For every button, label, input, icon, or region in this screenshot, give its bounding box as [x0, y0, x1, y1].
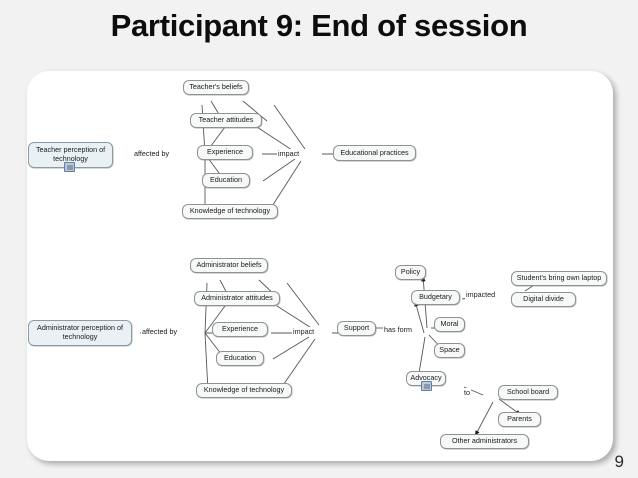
node-other-administrators[interactable]: Other administrators — [440, 434, 529, 449]
node-admin-education[interactable]: Education — [216, 351, 264, 366]
node-admin-perception[interactable]: Administrator perception of technology — [28, 320, 132, 346]
page-number: 9 — [614, 452, 624, 471]
node-teacher-attitudes[interactable]: Teacher attitudes — [190, 113, 262, 128]
node-admin-knowledge[interactable]: Knowledge of technology — [196, 383, 292, 398]
node-admin-experience[interactable]: Experience — [212, 322, 268, 337]
edge-label-impacted: impacted — [465, 290, 497, 299]
edge-label-impact-top: impact — [277, 149, 301, 158]
node-school-board[interactable]: School board — [498, 385, 558, 400]
edge-label-affected-by-top: affected by — [133, 149, 171, 158]
page-title: Participant 9: End of session — [110, 8, 528, 43]
node-moral[interactable]: Moral — [434, 317, 465, 332]
node-digital-divide[interactable]: Digital divide — [511, 292, 576, 307]
node-budgetary[interactable]: Budgetary — [411, 290, 460, 305]
note-badge-icon-advocacy — [421, 381, 432, 391]
note-badge-icon — [64, 162, 75, 172]
edge-label-affected-by-bottom: affected by — [141, 327, 179, 336]
edge-label-has-form: has form — [383, 325, 413, 334]
edge-label-to: to — [463, 388, 471, 397]
node-teacher-knowledge[interactable]: Knowledge of technology — [182, 204, 278, 219]
node-parents[interactable]: Parents — [498, 412, 541, 427]
node-support[interactable]: Support — [337, 321, 376, 336]
node-teacher-experience[interactable]: Experience — [197, 145, 253, 160]
node-space[interactable]: Space — [434, 343, 465, 358]
node-educational-practices[interactable]: Educational practices — [333, 145, 416, 161]
node-teacher-beliefs[interactable]: Teacher's beliefs — [183, 80, 249, 95]
edge-label-impact-bottom: impact — [292, 327, 316, 336]
diagram-edges — [140, 100, 549, 437]
node-byod[interactable]: Student's bring own laptop — [511, 271, 607, 286]
node-teacher-education[interactable]: Education — [202, 173, 250, 188]
node-policy[interactable]: Policy — [395, 265, 426, 280]
node-admin-attitudes[interactable]: Administrator attitudes — [194, 291, 280, 306]
node-admin-beliefs[interactable]: Administrator beliefs — [190, 258, 268, 273]
